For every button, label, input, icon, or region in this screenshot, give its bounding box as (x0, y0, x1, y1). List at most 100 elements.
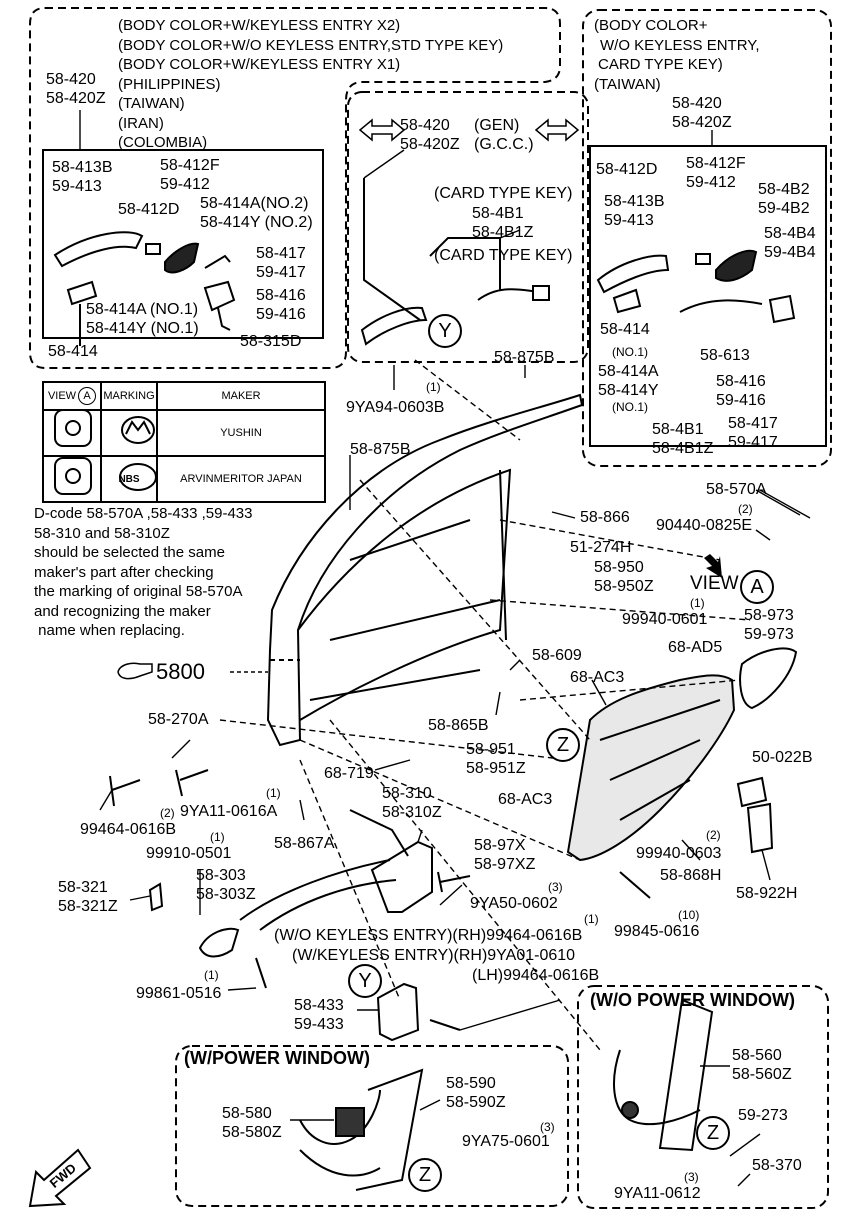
part-99940-0603: 99940-0603 (636, 845, 722, 862)
part-58-303: 58-303 (196, 867, 246, 884)
view-arrow-icon (704, 554, 722, 578)
part-59-4b2: 59-4B2 (758, 200, 810, 217)
group-box-power-window (175, 1045, 569, 1207)
part-58-4b1-center: 58-4B1 (472, 205, 524, 222)
part-58-420-tr: 58-420 (672, 95, 722, 112)
note-line: (BODY COLOR+W/KEYLESS ENTRY X1) (118, 56, 401, 73)
double-arrow-left-icon (358, 118, 406, 142)
part-99845-0616: 99845-0616 (614, 923, 700, 940)
inner-handle-shape (198, 927, 240, 958)
cover-shape (739, 647, 798, 710)
qty-99940-0601: (1) (690, 596, 705, 610)
dcode-line: name when replacing. (34, 622, 185, 639)
part-9ya50-0602: 9YA50-0602 (470, 895, 558, 912)
maker-arvinmeritor: ARVINMERITOR JAPAN (156, 455, 326, 503)
part-58-97xz: 58-97XZ (474, 856, 536, 873)
part-58-4b1-tr: 58-4B1 (652, 421, 704, 438)
part-58-875b-top: 58-875B (494, 349, 555, 366)
group-box-no-power-window (577, 985, 829, 1209)
part-50-022b: 50-022B (752, 749, 813, 766)
part-58-414y-no1: 58-414Y (NO.1) (86, 320, 199, 337)
outer-handle-shape-center (360, 306, 428, 346)
part-9ya75-0601: 9YA75-0601 (462, 1133, 550, 1150)
part-58-433: 58-433 (294, 997, 344, 1014)
note-line: (IRAN) (118, 114, 164, 132)
part-58-416-tl: 58-416 (256, 287, 306, 304)
part-58-590: 58-590 (446, 1075, 496, 1092)
no1-label-b: (NO.1) (612, 400, 648, 414)
part-58-875b-left: 58-875B (350, 441, 411, 458)
qty-99464-rh: (1) (584, 912, 599, 926)
part-58-560z: 58-560Z (732, 1066, 792, 1083)
part-58-570a: 58-570A (706, 481, 767, 498)
w-keyless-entry-bolt: (W/KEYLESS ENTRY)(RH)9YA01-0610 (292, 947, 576, 964)
part-58-412d-tl: 58-412D (118, 201, 180, 218)
note-line: W/O KEYLESS ENTRY, (600, 36, 760, 54)
qty-9ya94: (1) (426, 380, 441, 394)
part-58-412d-tr: 58-412D (596, 161, 658, 178)
part-58-315d: 58-315D (240, 333, 302, 350)
qty-99845: (10) (678, 908, 700, 922)
view-a-label: VIEW (690, 573, 739, 594)
callout-z-left: Z (408, 1158, 442, 1192)
ref-5800: 5800 (156, 659, 205, 684)
part-58-4b2: 58-4B2 (758, 181, 810, 198)
topright-notes: (BODY COLOR+ W/O KEYLESS ENTRY, CARD TYP… (594, 16, 760, 94)
part-58-420-tl: 58-420 (46, 71, 96, 88)
callout-z-mid: Z (546, 728, 580, 762)
part-68-ad5: 68-AD5 (668, 639, 723, 656)
part-58-951z: 58-951Z (466, 760, 526, 777)
dcode-line: D-code 58-570A ,58-433 ,59-433 (34, 505, 253, 522)
part-51-274h: 51-274H (570, 539, 632, 556)
lh-bolt: (LH)99464-0616B (472, 967, 600, 984)
part-58-922h: 58-922H (736, 885, 798, 902)
part-58-310z: 58-310Z (382, 804, 442, 821)
part-58-416-tr: 58-416 (716, 373, 766, 390)
part-58-590z: 58-590Z (446, 1094, 506, 1111)
part-59-417-tl: 59-417 (256, 264, 306, 281)
note-line: CARD TYPE KEY) (598, 56, 723, 73)
qty-9ya11-0616a: (2) (160, 806, 175, 820)
no1-label-a: (NO.1) (612, 345, 648, 359)
part-58-270a: 58-270A (148, 711, 209, 728)
note-line: (TAIWAN) (118, 95, 185, 112)
part-58-560: 58-560 (732, 1047, 782, 1064)
card-type-key-label-1: (CARD TYPE KEY) (434, 185, 573, 202)
fwd-arrow-icon (28, 1148, 92, 1208)
maker-yushin: YUSHIN (156, 409, 326, 457)
pointing-hand-icon (117, 662, 153, 680)
part-59-433: 59-433 (294, 1016, 344, 1033)
part-59-413-tl: 59-413 (52, 178, 102, 195)
sub-box-topleft (42, 149, 324, 339)
part-58-310: 58-310 (382, 785, 432, 802)
part-99861-0516: 99861-0516 (136, 985, 222, 1002)
maker-header: MAKER (156, 381, 326, 411)
part-90440-0825e: 90440-0825E (656, 517, 753, 534)
part-99910-0501: 99910-0501 (146, 845, 232, 862)
callout-z-right: Z (696, 1116, 730, 1150)
part-59-973: 59-973 (744, 626, 794, 643)
part-9ya94-0603b: 9YA94-0603B (346, 399, 445, 416)
door-module-panel (566, 674, 736, 862)
marking-header: MARKING (100, 381, 158, 411)
part-59-417-tr: 59-417 (728, 434, 778, 451)
part-58-414-tr: 58-414 (600, 321, 650, 338)
part-58-420z-tl: 58-420Z (46, 90, 106, 107)
qty-99910: (1) (210, 830, 225, 844)
card-type-key-label-2: (CARD TYPE KEY) (434, 247, 573, 264)
part-58-420z-tr: 58-420Z (672, 114, 732, 131)
part-58-951: 58-951 (466, 741, 516, 758)
part-58-413b-tl: 58-413B (52, 159, 113, 176)
part-58-414a-tr: 58-414A (598, 363, 659, 380)
dcode-line: and recognizing the maker (34, 602, 211, 620)
part-58-580z: 58-580Z (222, 1124, 282, 1141)
part-59-273: 59-273 (738, 1107, 788, 1124)
part-58-4b1z-tr: 58-4B1Z (652, 440, 714, 457)
door-latch (370, 840, 433, 913)
part-99940-0601: 99940-0601 (622, 611, 708, 628)
regulator-with-power (355, 1068, 424, 1191)
